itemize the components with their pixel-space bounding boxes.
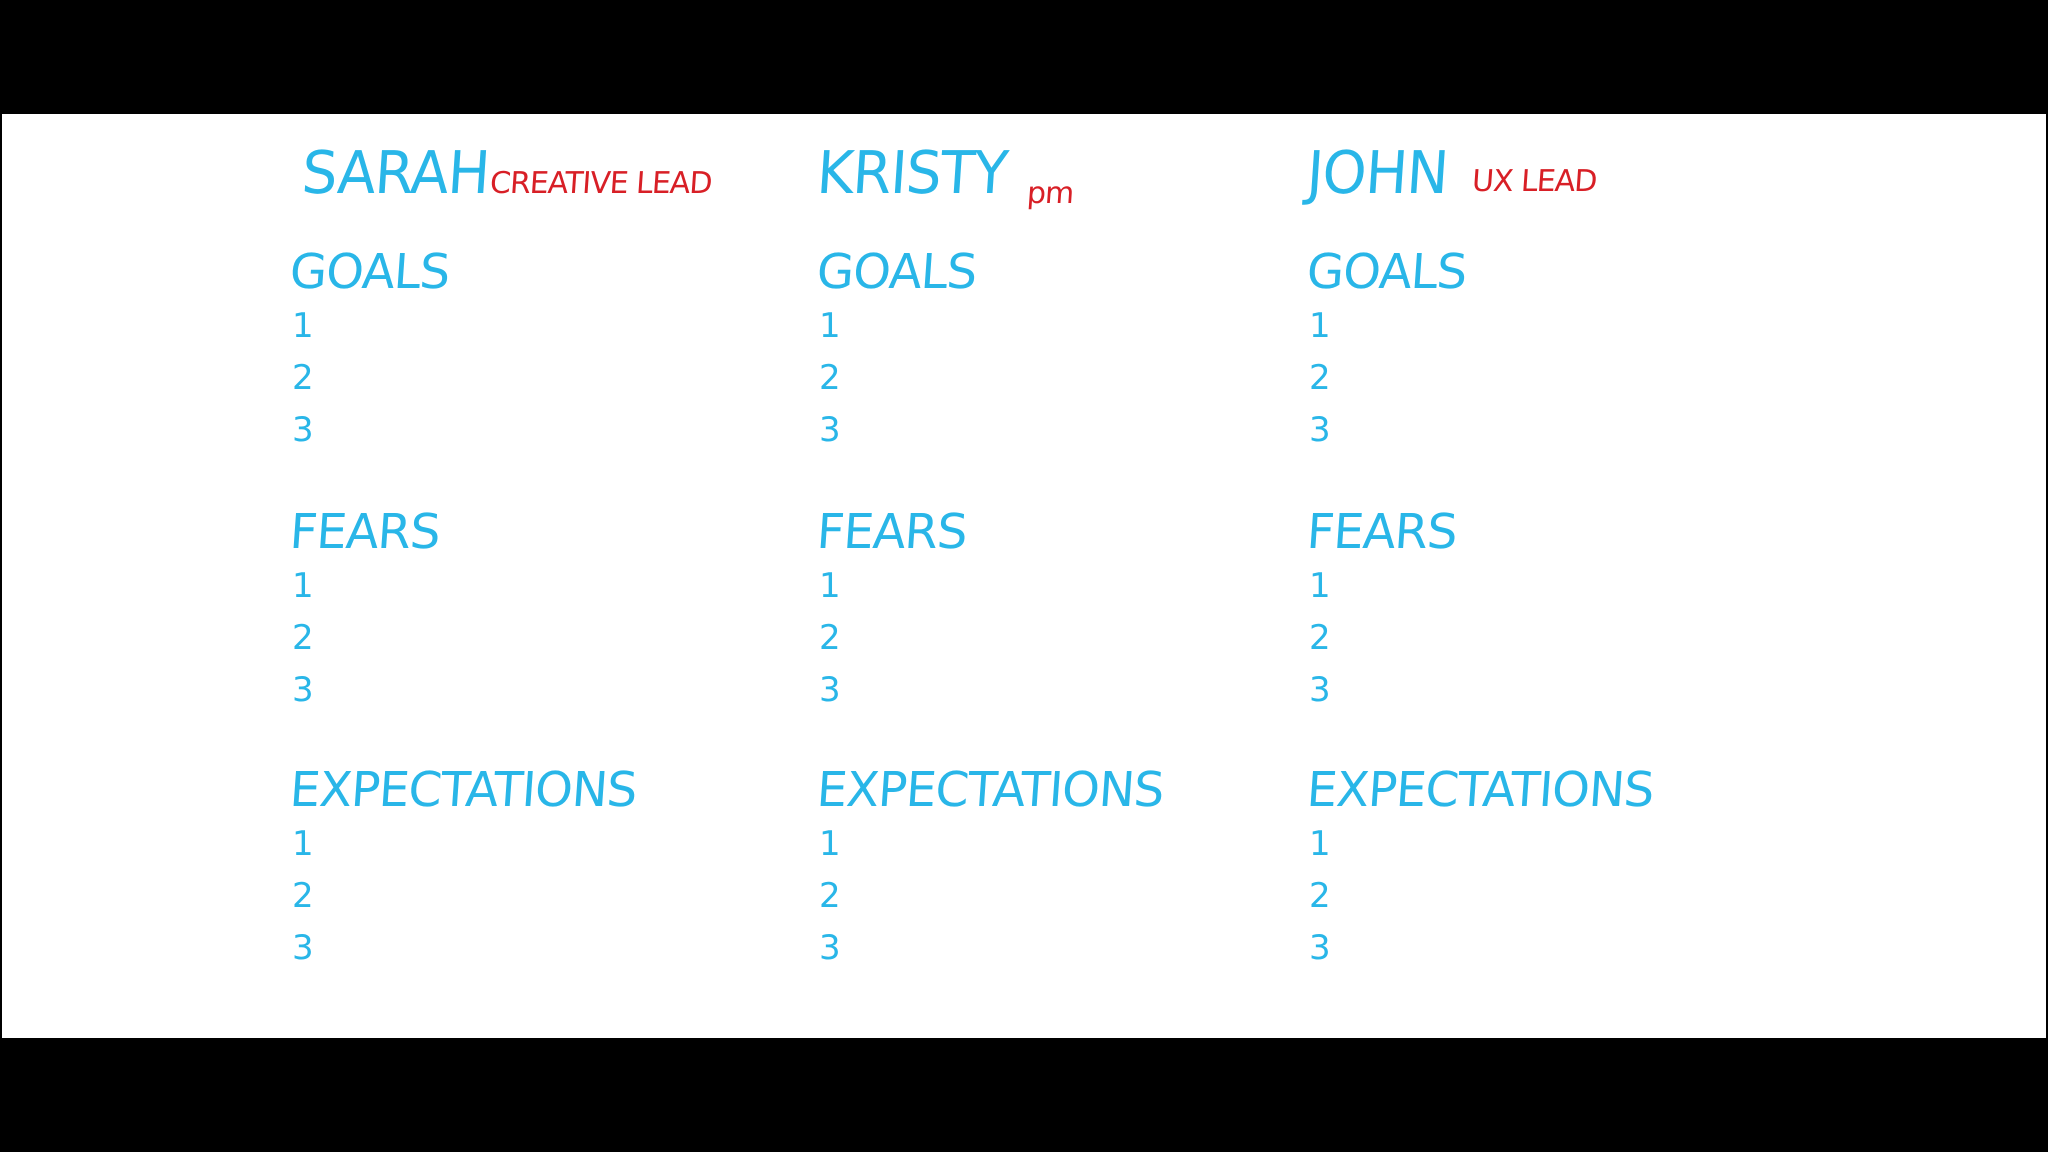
list-item: 1	[819, 824, 841, 864]
section-title: EXPECTATIONS	[815, 762, 1166, 818]
fears-section: FEARS 1 2 3	[815, 504, 1297, 716]
goals-section: GOALS 1 2 3	[288, 244, 770, 456]
list-item: 2	[292, 876, 314, 916]
persona-column-sarah: SARAH CREATIVE LEAD GOALS 1 2 3 FEARS 1 …	[288, 114, 790, 1038]
list-item: 3	[819, 410, 841, 450]
letterbox-top	[0, 0, 2048, 114]
goals-section: GOALS 1 2 3	[1305, 244, 1787, 456]
letterbox-bottom	[0, 1038, 2048, 1152]
list-item: 2	[1309, 876, 1331, 916]
list-item: 2	[819, 876, 841, 916]
list-item: 1	[292, 306, 314, 346]
list-item: 2	[1309, 618, 1331, 658]
expectations-section: EXPECTATIONS 1 2 3	[815, 762, 1297, 974]
list-item: 1	[1309, 824, 1331, 864]
section-title: EXPECTATIONS	[1305, 762, 1656, 818]
list-item: 3	[292, 410, 314, 450]
section-title: GOALS	[1305, 244, 1469, 300]
persona-column-kristy: KRISTY pm GOALS 1 2 3 FEARS 1 2 3 EXPECT…	[814, 114, 1287, 1038]
list-item: 3	[1309, 928, 1331, 968]
list-item: 1	[819, 306, 841, 346]
list-item: 3	[1309, 410, 1331, 450]
persona-name: JOHN	[1304, 139, 1450, 208]
fears-section: FEARS 1 2 3	[288, 504, 770, 716]
list-item: 2	[292, 618, 314, 658]
whiteboard: SARAH CREATIVE LEAD GOALS 1 2 3 FEARS 1 …	[2, 114, 2046, 1038]
list-item: 2	[819, 618, 841, 658]
section-title: FEARS	[1305, 504, 1459, 560]
list-item: 1	[292, 824, 314, 864]
list-item: 3	[292, 928, 314, 968]
list-item: 1	[1309, 566, 1331, 606]
list-item: 3	[292, 670, 314, 710]
section-title: EXPECTATIONS	[288, 762, 639, 818]
expectations-section: EXPECTATIONS 1 2 3	[1305, 762, 1787, 974]
fears-section: FEARS 1 2 3	[1305, 504, 1787, 716]
section-title: FEARS	[288, 504, 442, 560]
persona-name: SARAH	[299, 139, 492, 208]
persona-role: UX LEAD	[1470, 164, 1598, 199]
list-item: 3	[1309, 670, 1331, 710]
section-title: FEARS	[815, 504, 969, 560]
persona-name: KRISTY	[814, 139, 1010, 208]
list-item: 3	[819, 928, 841, 968]
persona-role: CREATIVE LEAD	[488, 166, 713, 201]
list-item: 1	[819, 566, 841, 606]
list-item: 1	[1309, 306, 1331, 346]
section-title: GOALS	[288, 244, 452, 300]
list-item: 2	[292, 358, 314, 398]
persona-role: pm	[1025, 176, 1075, 211]
list-item: 1	[292, 566, 314, 606]
list-item: 2	[1309, 358, 1331, 398]
section-title: GOALS	[815, 244, 979, 300]
expectations-section: EXPECTATIONS 1 2 3	[288, 762, 770, 974]
persona-column-john: JOHN UX LEAD GOALS 1 2 3 FEARS 1 2 3 EXP…	[1304, 114, 1827, 1038]
list-item: 2	[819, 358, 841, 398]
list-item: 3	[819, 670, 841, 710]
goals-section: GOALS 1 2 3	[815, 244, 1297, 456]
